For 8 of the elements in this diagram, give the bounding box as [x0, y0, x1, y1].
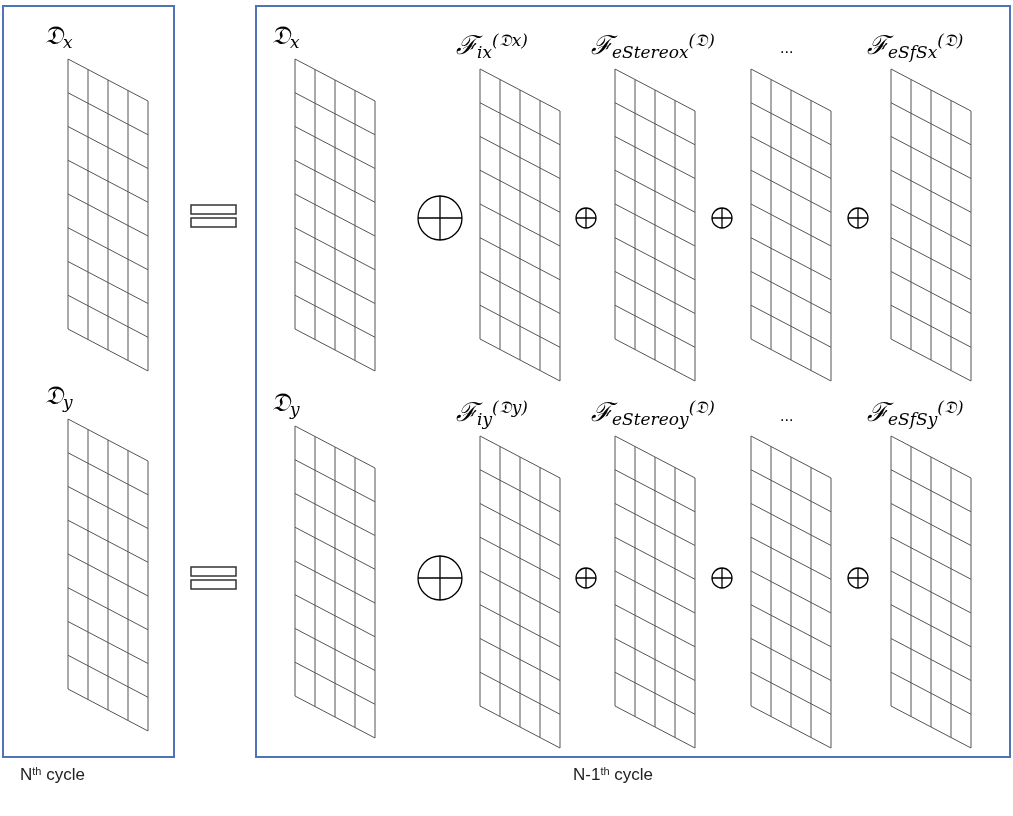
cycle-caption: N$^{th}$ cycle — [20, 763, 85, 786]
matrix-label: 𝔇$_{x}$ — [43, 19, 73, 48]
ellipsis-label: ... — [780, 408, 794, 424]
panel-frame — [255, 5, 1011, 758]
ellipsis-label: ... — [780, 40, 794, 56]
cycle-caption: N-1$^{th}$ cycle — [573, 763, 654, 786]
panel-frame — [2, 5, 175, 758]
matrix-label: 𝔇$_{x}$ — [270, 19, 300, 48]
